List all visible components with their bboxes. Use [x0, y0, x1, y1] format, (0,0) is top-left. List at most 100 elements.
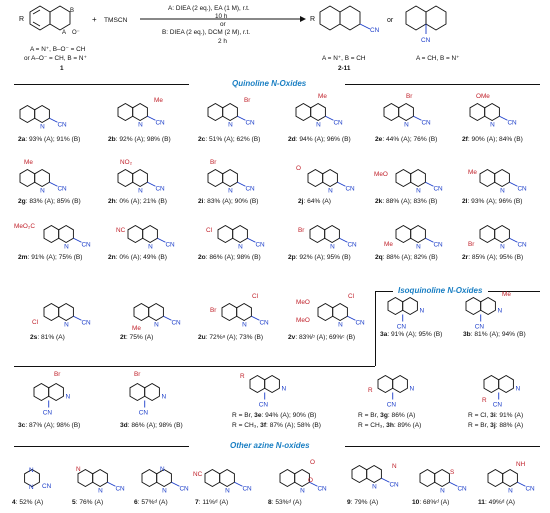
structure-3c-n-atom: N — [65, 393, 70, 400]
label-3f: R = CH₃, 3f: 87% (A); 58% (B) — [232, 422, 321, 429]
structure-2m-sub-meo2c: MeO₂C — [14, 223, 35, 230]
structure-2g-cn: CN — [57, 185, 67, 192]
structure-2j-cn: CN — [345, 185, 355, 192]
structure-2e-cn: CN — [421, 119, 431, 126]
sm-atom-a: A — [62, 30, 66, 36]
label-2f: 2f: 90% (A); 84% (B) — [462, 136, 523, 143]
structure-2k-ring-benzo — [395, 168, 412, 188]
structure-2u-n-atom: N — [242, 322, 247, 329]
sm-atom-b: B — [70, 8, 74, 14]
prod-cn: CN — [370, 27, 380, 34]
structure-3d-cn: CN — [139, 410, 149, 417]
structure-2g-ring-pyridine — [34, 168, 50, 188]
product-number: 2-11 — [338, 65, 351, 72]
structure-2u-ring-pyridine — [236, 302, 252, 322]
label-3a: 3a: 91% (A); 95% (B) — [380, 331, 443, 338]
structure-2t-cn: CN — [171, 319, 181, 326]
label-2m: 2m: 91% (A); 75% (B) — [18, 254, 83, 261]
section-quinoline: Quinoline N-Oxides — [232, 79, 307, 88]
structure-2r-n-atom: N — [500, 244, 505, 251]
structure-2q-ring-pyridine — [410, 224, 426, 244]
structure-3gh-ring-benzo — [377, 374, 394, 394]
rule-other-left — [14, 446, 189, 447]
structure-2c-ring-pyridine — [222, 102, 238, 122]
structure-2h-sub-no2: NO₂ — [120, 159, 133, 166]
label-3j: R = Br, 3j: 88% (A) — [468, 422, 524, 429]
structure-9-n-atom: N — [372, 484, 377, 491]
structure-3d-sub-br: Br — [134, 371, 141, 378]
label-2i: 2i: 83% (A); 90% (B) — [198, 198, 259, 205]
structure-3ef-n-atom: N — [281, 385, 286, 392]
rule-quinoline-right — [345, 84, 540, 85]
structure-2f-sub-ome: OMe — [476, 93, 490, 100]
label-2l: 2l: 93% (A); 96% (B) — [462, 198, 523, 205]
structure-2j-ring-benzo — [307, 168, 324, 188]
label-2k: 2k: 88% (A); 83% (B) — [375, 198, 438, 205]
structure-2v-ring-benzo — [317, 302, 334, 322]
structure-2u-sub-br: Br — [210, 307, 217, 314]
condition-b-time: 2 h — [218, 38, 227, 45]
structure-2l-ring-benzo — [479, 168, 496, 188]
structure-2v-sub-cl: Cl — [348, 293, 354, 300]
sm-number: 1 — [60, 65, 64, 72]
structure-2p-n-atom: N — [330, 244, 335, 251]
structure-8-sub-o2: O — [308, 477, 313, 484]
label-3i: R = Cl, 3i: 91% (A) — [468, 412, 524, 419]
structure-2g-sub-me: Me — [24, 159, 33, 166]
structure-3ij-ring-benzo — [483, 374, 500, 394]
structure-2l-n-atom: N — [500, 188, 505, 195]
structure-2b-cn: CN — [155, 119, 165, 126]
structure-10-sub-s: S — [450, 469, 454, 476]
structure-2s-ring-benzo — [43, 302, 60, 322]
iso-box-left — [375, 291, 376, 366]
structure-7-sub-nc: NC — [193, 471, 203, 478]
structure-2j-n-atom: N — [328, 188, 333, 195]
structure-3a-cn: CN — [397, 324, 407, 331]
product-definition-1: A = N⁺, B = CH — [322, 55, 366, 62]
structure-3ef-sub-r: R — [240, 373, 245, 380]
structure-8-cn: CN — [317, 485, 327, 492]
structure-3ij-ring-pyridine — [498, 374, 514, 394]
structure-2k-cn: CN — [433, 185, 443, 192]
structure-2d-ring-pyridine — [310, 102, 326, 122]
structure-2e-ring-pyridine — [398, 102, 414, 122]
condition-or: or — [220, 21, 226, 28]
label-2b: 2b: 92% (A); 98% (B) — [108, 136, 171, 143]
structure-2i-ring-benzo — [207, 168, 224, 188]
structure-2f-cn: CN — [507, 119, 517, 126]
label-2r: 2r: 85% (A); 95% (B) — [462, 254, 524, 261]
rule-iso-bottom — [14, 366, 375, 367]
structure-8-ring-pyridine — [294, 468, 310, 488]
sm-r-label: R — [19, 16, 24, 23]
structure-3c-ring-pyridine — [48, 382, 64, 402]
arrowhead — [300, 16, 306, 22]
structure-3c-sub-br: Br — [54, 371, 61, 378]
structure-6-n-atom: N — [162, 488, 167, 495]
starting-material-structure — [29, 5, 71, 31]
structure-2v-cn: CN — [355, 319, 365, 326]
structure-2k-ring-pyridine — [410, 168, 426, 188]
structure-11-ring-pyridine — [502, 468, 518, 488]
structure-7-ring-pyridine — [219, 468, 235, 488]
structure-2v-sub-meo2: MeO — [296, 317, 310, 324]
structure-2f-ring-benzo — [469, 102, 486, 122]
structure-2s-cn: CN — [81, 319, 91, 326]
label-2t: 2t: 75% (A) — [120, 334, 154, 341]
structure-3a-ring-pyridine — [402, 296, 418, 316]
structure-2o-n-atom: N — [238, 244, 243, 251]
prod2-cn: CN — [421, 37, 431, 44]
rule-quinoline-left — [14, 84, 189, 85]
structure-2p-cn: CN — [347, 241, 357, 248]
structure-2i-cn: CN — [245, 185, 255, 192]
structure-3ef-ring-pyridine — [264, 374, 280, 394]
structure-8-ring-benzo — [279, 468, 296, 488]
